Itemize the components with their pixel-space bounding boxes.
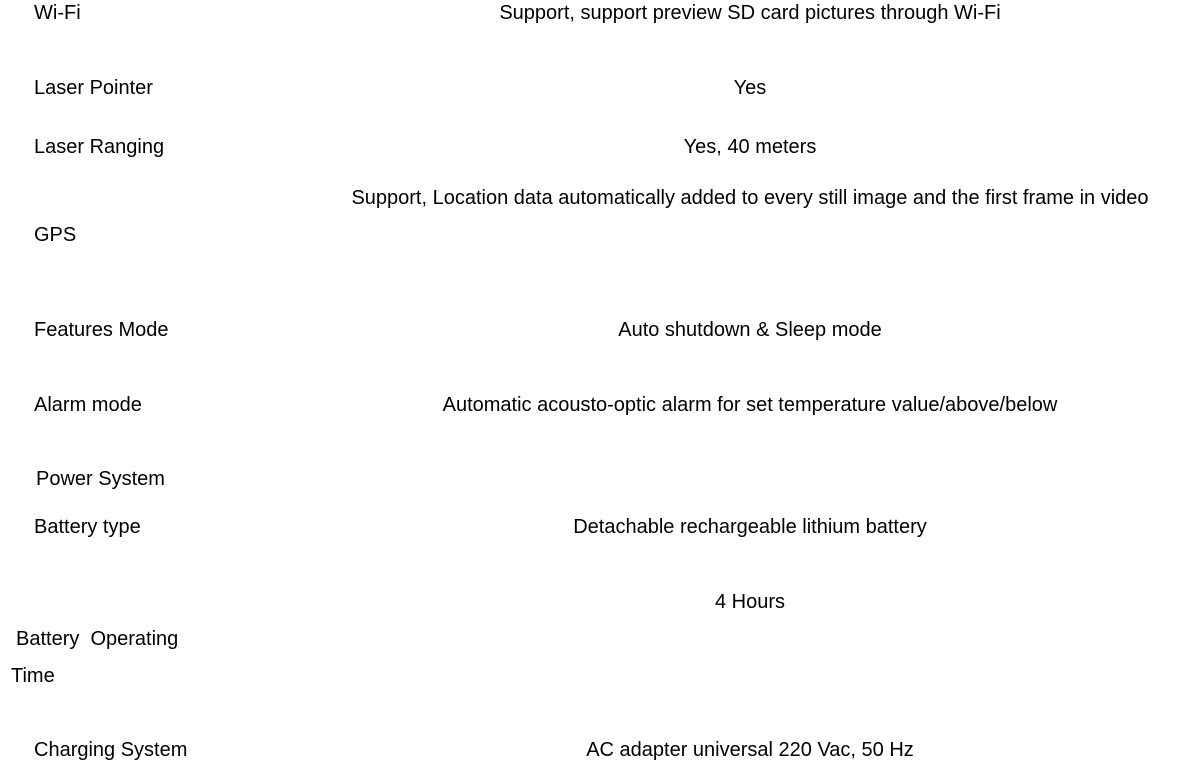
gps-label: GPS <box>34 224 77 246</box>
laser-ranging-label: Laser Ranging <box>34 136 165 158</box>
charging-system-label: Charging System <box>34 739 188 761</box>
battery-operating-label-line2: Time <box>11 665 55 687</box>
laser-pointer-value: Yes <box>733 77 767 99</box>
battery-operating-value: 4 Hours <box>714 591 786 613</box>
battery-type-label: Battery type <box>34 516 141 538</box>
laser-pointer-label: Laser Pointer <box>34 77 153 99</box>
alarm-mode-value: Automatic acousto-optic alarm for set te… <box>442 394 1058 416</box>
wifi-label: Wi-Fi <box>34 2 81 24</box>
wifi-value: Support, support preview SD card picture… <box>499 2 1001 24</box>
battery-operating-label: Battery Operating <box>16 628 179 650</box>
features-mode-value: Auto shutdown & Sleep mode <box>618 319 882 341</box>
charging-system-value: AC adapter universal 220 Vac, 50 Hz <box>586 739 914 761</box>
alarm-mode-label: Alarm mode <box>34 394 142 416</box>
laser-ranging-value: Yes, 40 meters <box>683 136 817 158</box>
features-mode-label: Features Mode <box>34 319 169 341</box>
power-system-heading: Power System <box>36 468 165 490</box>
battery-type-value: Detachable rechargeable lithium battery <box>573 516 927 538</box>
gps-value: Support, Location data automatically add… <box>351 187 1149 209</box>
